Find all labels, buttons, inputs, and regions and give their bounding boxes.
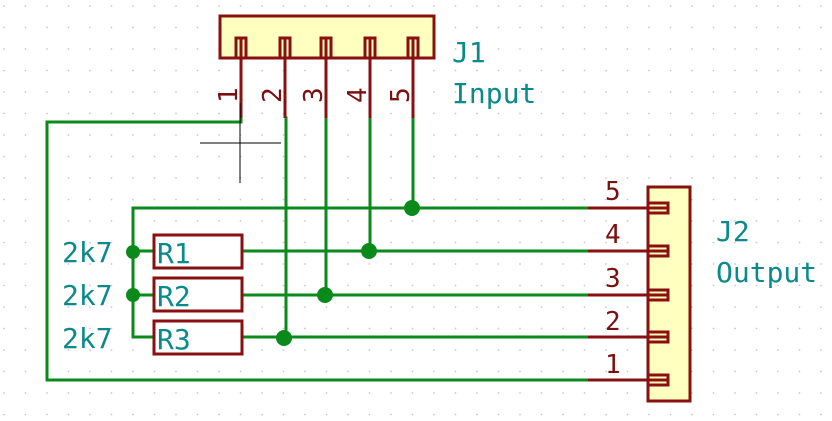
connector-j1-pin-numbers: 1 2 3 4 5 [214,87,416,103]
resistor-r2[interactable]: R2 2k7 [62,276,244,313]
wire-net-1 [45,116,590,382]
connector-j1-value: Input [452,77,536,110]
resistor-r1[interactable]: R1 2k7 [62,233,244,270]
wire-net-5 [411,116,590,210]
j2-pin-number: 5 [605,177,621,207]
wire-pullup-rail [131,206,590,339]
junctions [126,200,420,346]
resistor-r1-body [152,233,244,270]
crosshair-cursor-icon [200,103,281,183]
wire-net-4 [368,116,590,253]
connector-j2-pin-numbers: 5 4 3 2 1 [605,177,621,380]
junction-dot [276,330,292,346]
resistor-r2-ref: R2 [157,280,191,313]
connector-j2-ref: J2 [716,215,750,248]
connector-j1-pins [234,36,420,118]
resistor-r1-ref: R1 [157,237,191,270]
resistor-r2-body [152,276,244,313]
j2-pin-number: 3 [605,264,621,294]
j2-pin-number: 1 [605,350,621,380]
j1-pin-number: 4 [343,87,373,103]
connector-j2-pins [588,201,670,387]
junction-dot [361,243,377,259]
resistor-r3-value: 2k7 [62,322,113,355]
j1-pin-number: 3 [299,87,329,103]
j2-pin-number: 2 [605,307,621,337]
connector-j1[interactable]: 1 2 3 4 5 J1 Input [214,14,536,118]
resistor-r2-value: 2k7 [62,279,113,312]
junction-dot [126,288,140,302]
junction-dot [317,287,333,303]
resistor-r3[interactable]: R3 2k7 [62,319,244,356]
j1-pin-number: 5 [386,87,416,103]
resistor-r3-ref: R3 [157,323,191,356]
junction-dot [404,200,420,216]
connector-j2[interactable]: 5 4 3 2 1 J2 Output [588,177,817,403]
wire-net-2 [284,116,590,339]
connector-j2-value: Output [716,256,817,289]
resistor-r1-value: 2k7 [62,236,113,269]
connector-j1-ref: J1 [452,36,486,69]
junction-dot [126,245,140,259]
resistor-r3-body [152,319,244,356]
j1-pin-number: 1 [214,87,244,103]
j2-pin-number: 4 [605,220,621,250]
j1-pin-number: 2 [258,87,288,103]
